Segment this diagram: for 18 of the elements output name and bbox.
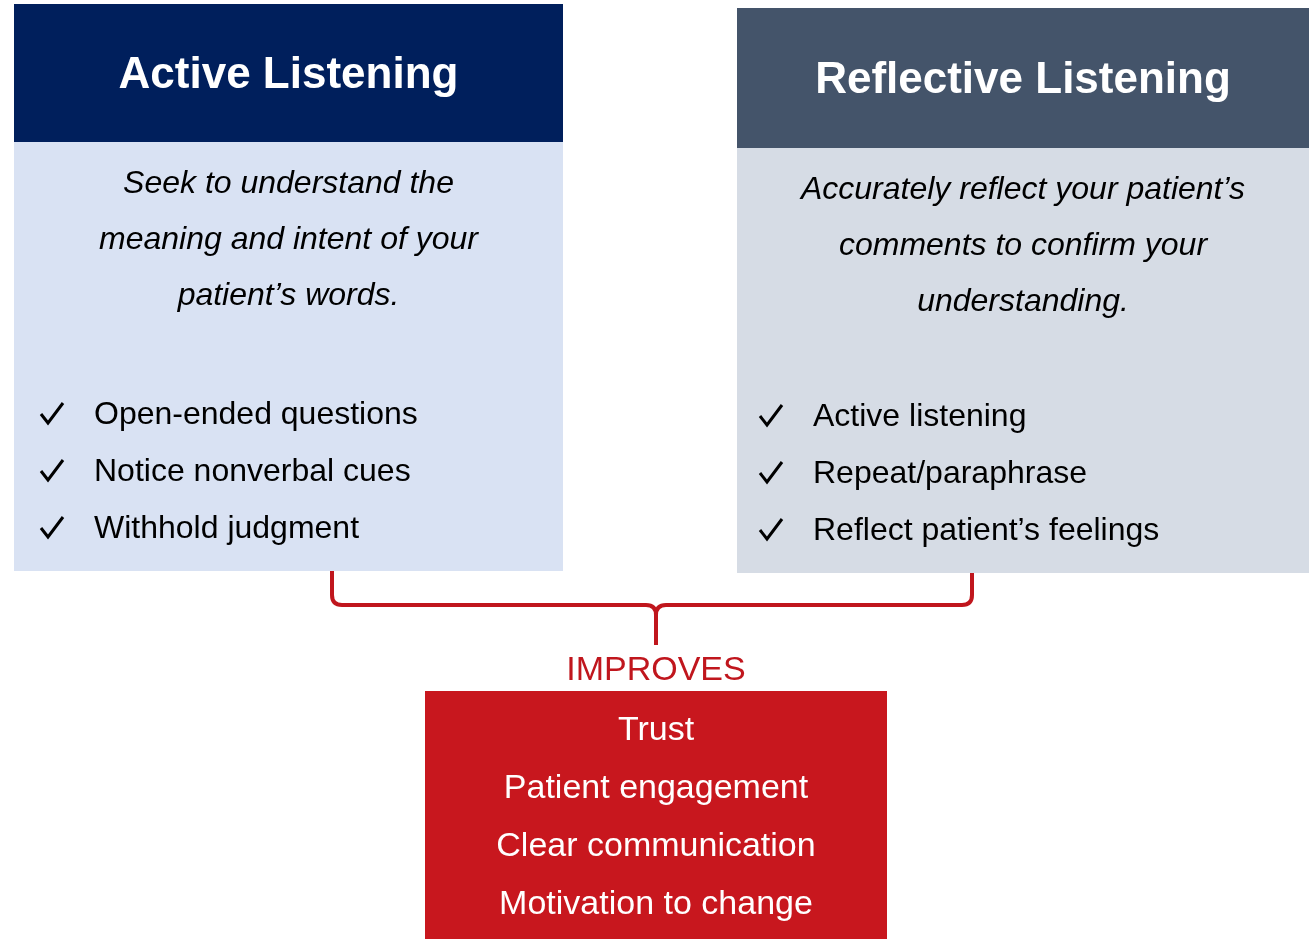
outcome-text: Trust bbox=[617, 708, 695, 749]
card-title: Active Listening bbox=[14, 4, 563, 142]
outcome-text: Motivation to change bbox=[499, 882, 813, 923]
list-item: Active listening bbox=[813, 395, 1027, 435]
outcome-text: Clear communication bbox=[496, 824, 816, 865]
heading-text: IMPROVES bbox=[566, 648, 746, 689]
listening-card bbox=[737, 8, 1309, 573]
list-item: Reflect patient’s feelings bbox=[813, 509, 1160, 549]
list-item: Withhold judgment bbox=[94, 507, 360, 547]
outcome-text: Patient engagement bbox=[503, 766, 809, 807]
list-item: Repeat/paraphrase bbox=[813, 452, 1087, 492]
bracket-connector bbox=[654, 573, 974, 645]
list-item: Notice nonverbal cues bbox=[94, 450, 411, 490]
description-text: Seek to understand the meaning and intent of your patient’s words. bbox=[98, 163, 480, 314]
listening-card bbox=[14, 4, 563, 571]
description-text: Accurately reflect your patient’s comments to confirm your understanding. bbox=[798, 169, 1247, 320]
card-title: Reflective Listening bbox=[737, 8, 1309, 148]
list-item: Open-ended questions bbox=[94, 393, 418, 433]
